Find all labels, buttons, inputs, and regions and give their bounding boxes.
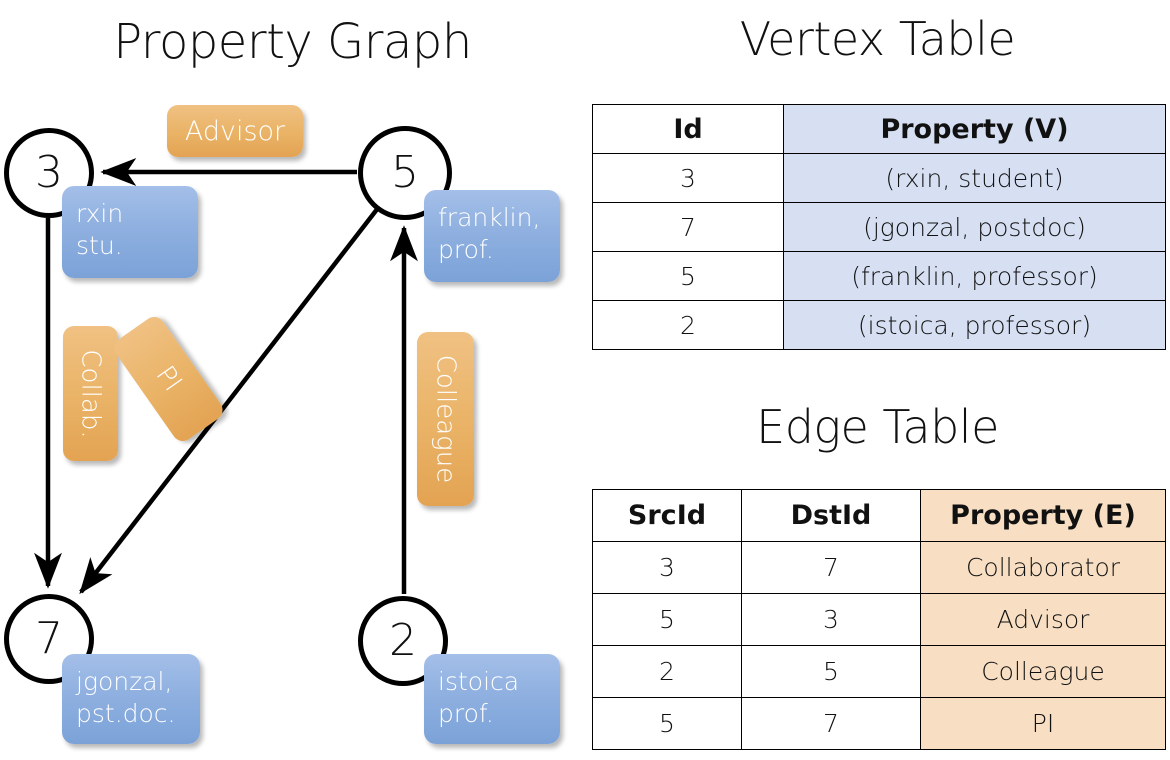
graph-edges xyxy=(34,158,418,595)
page-title-property-graph: Property Graph xyxy=(113,14,472,70)
graph-node-5[interactable]: 5 xyxy=(358,126,452,220)
vertex-table: Id Property (V) 3 (rxin, student) 7 (jgo… xyxy=(592,104,1166,350)
vertex-row-2-property: (franklin, professor) xyxy=(783,251,1166,301)
edge-label-advisor-text: Advisor xyxy=(184,115,286,147)
edge-label-pi-text: PI xyxy=(149,360,188,398)
vertex-property-name-5: franklin, xyxy=(438,203,541,232)
edge-row-3-property: PI xyxy=(920,697,1166,750)
edge-row-1-src: 5 xyxy=(592,593,742,646)
edge-table-header-srcid: SrcId xyxy=(592,489,742,542)
edge-table-header-row: SrcId DstId Property (E) xyxy=(592,489,1166,542)
table-row[interactable]: 3 (rxin, student) xyxy=(592,153,1166,203)
vertex-row-3-property: (istoica, professor) xyxy=(783,300,1166,350)
edge-table-header-property: Property (E) xyxy=(920,489,1166,542)
edge-row-1-dst: 3 xyxy=(741,593,921,646)
table-row[interactable]: 7 (jgonzal, postdoc) xyxy=(592,202,1166,252)
vertex-row-0-property: (rxin, student) xyxy=(783,153,1166,203)
vertex-property-box-5: franklin, prof. xyxy=(424,190,560,282)
vertex-property-role-5: prof. xyxy=(438,235,494,264)
edge-label-colleague: Colleague xyxy=(417,332,474,506)
table-row[interactable]: 5 (franklin, professor) xyxy=(592,251,1166,301)
edge-label-collab-text: Collab. xyxy=(75,348,106,439)
edge-row-1-property: Advisor xyxy=(920,593,1166,646)
vertex-row-1-property: (jgonzal, postdoc) xyxy=(783,202,1166,252)
graph-node-2[interactable]: 2 xyxy=(358,596,448,686)
vertex-property-role-7: pst.doc. xyxy=(76,699,176,728)
table-row[interactable]: 5 3 Advisor xyxy=(592,593,1166,646)
table-row[interactable]: 5 7 PI xyxy=(592,697,1166,750)
table-row[interactable]: 3 7 Collaborator xyxy=(592,541,1166,594)
vertex-property-name-2: istoica xyxy=(438,667,520,696)
edge-row-3-src: 5 xyxy=(592,697,742,750)
vertex-property-role-3: stu. xyxy=(76,231,123,260)
graph-node-3-label: 3 xyxy=(35,147,63,198)
graph-node-5-label: 5 xyxy=(391,147,419,198)
vertex-row-1-id: 7 xyxy=(592,202,784,252)
edge-row-0-src: 3 xyxy=(592,541,742,594)
vertex-table-header-id: Id xyxy=(592,104,784,154)
vertex-property-box-3: rxin stu. xyxy=(62,186,198,278)
vertex-row-0-id: 3 xyxy=(592,153,784,203)
edge-table: SrcId DstId Property (E) 3 7 Collaborato… xyxy=(592,489,1166,750)
edge-row-0-property: Collaborator xyxy=(920,541,1166,594)
edge-row-2-dst: 5 xyxy=(741,645,921,698)
graph-node-7-label: 7 xyxy=(35,613,63,664)
vertex-table-header-property: Property (V) xyxy=(783,104,1166,154)
vertex-property-name-7: jgonzal, xyxy=(76,667,173,696)
edge-table-header-dstid: DstId xyxy=(741,489,921,542)
edge-5-to-7-pi xyxy=(79,206,380,595)
edge-row-2-src: 2 xyxy=(592,645,742,698)
vertex-table-header-row: Id Property (V) xyxy=(592,104,1166,154)
table-row[interactable]: 2 (istoica, professor) xyxy=(592,300,1166,350)
vertex-property-box-2: istoica prof. xyxy=(424,654,560,744)
page-title-edge-table: Edge Table xyxy=(756,400,999,454)
graph-node-2-label: 2 xyxy=(389,615,417,666)
edge-label-advisor: Advisor xyxy=(167,105,303,157)
table-row[interactable]: 2 5 Colleague xyxy=(592,645,1166,698)
edge-row-0-dst: 7 xyxy=(741,541,921,594)
vertex-property-name-3: rxin xyxy=(76,199,124,228)
edge-row-3-dst: 7 xyxy=(741,697,921,750)
edge-row-2-property: Colleague xyxy=(920,645,1166,698)
page-title-vertex-table: Vertex Table xyxy=(739,12,1016,66)
vertex-row-3-id: 2 xyxy=(592,300,784,350)
edge-label-colleague-text: Colleague xyxy=(430,354,461,484)
vertex-property-box-7: jgonzal, pst.doc. xyxy=(62,654,200,744)
edge-label-collab: Collab. xyxy=(63,326,118,461)
vertex-row-2-id: 5 xyxy=(592,251,784,301)
vertex-property-role-2: prof. xyxy=(438,699,494,728)
